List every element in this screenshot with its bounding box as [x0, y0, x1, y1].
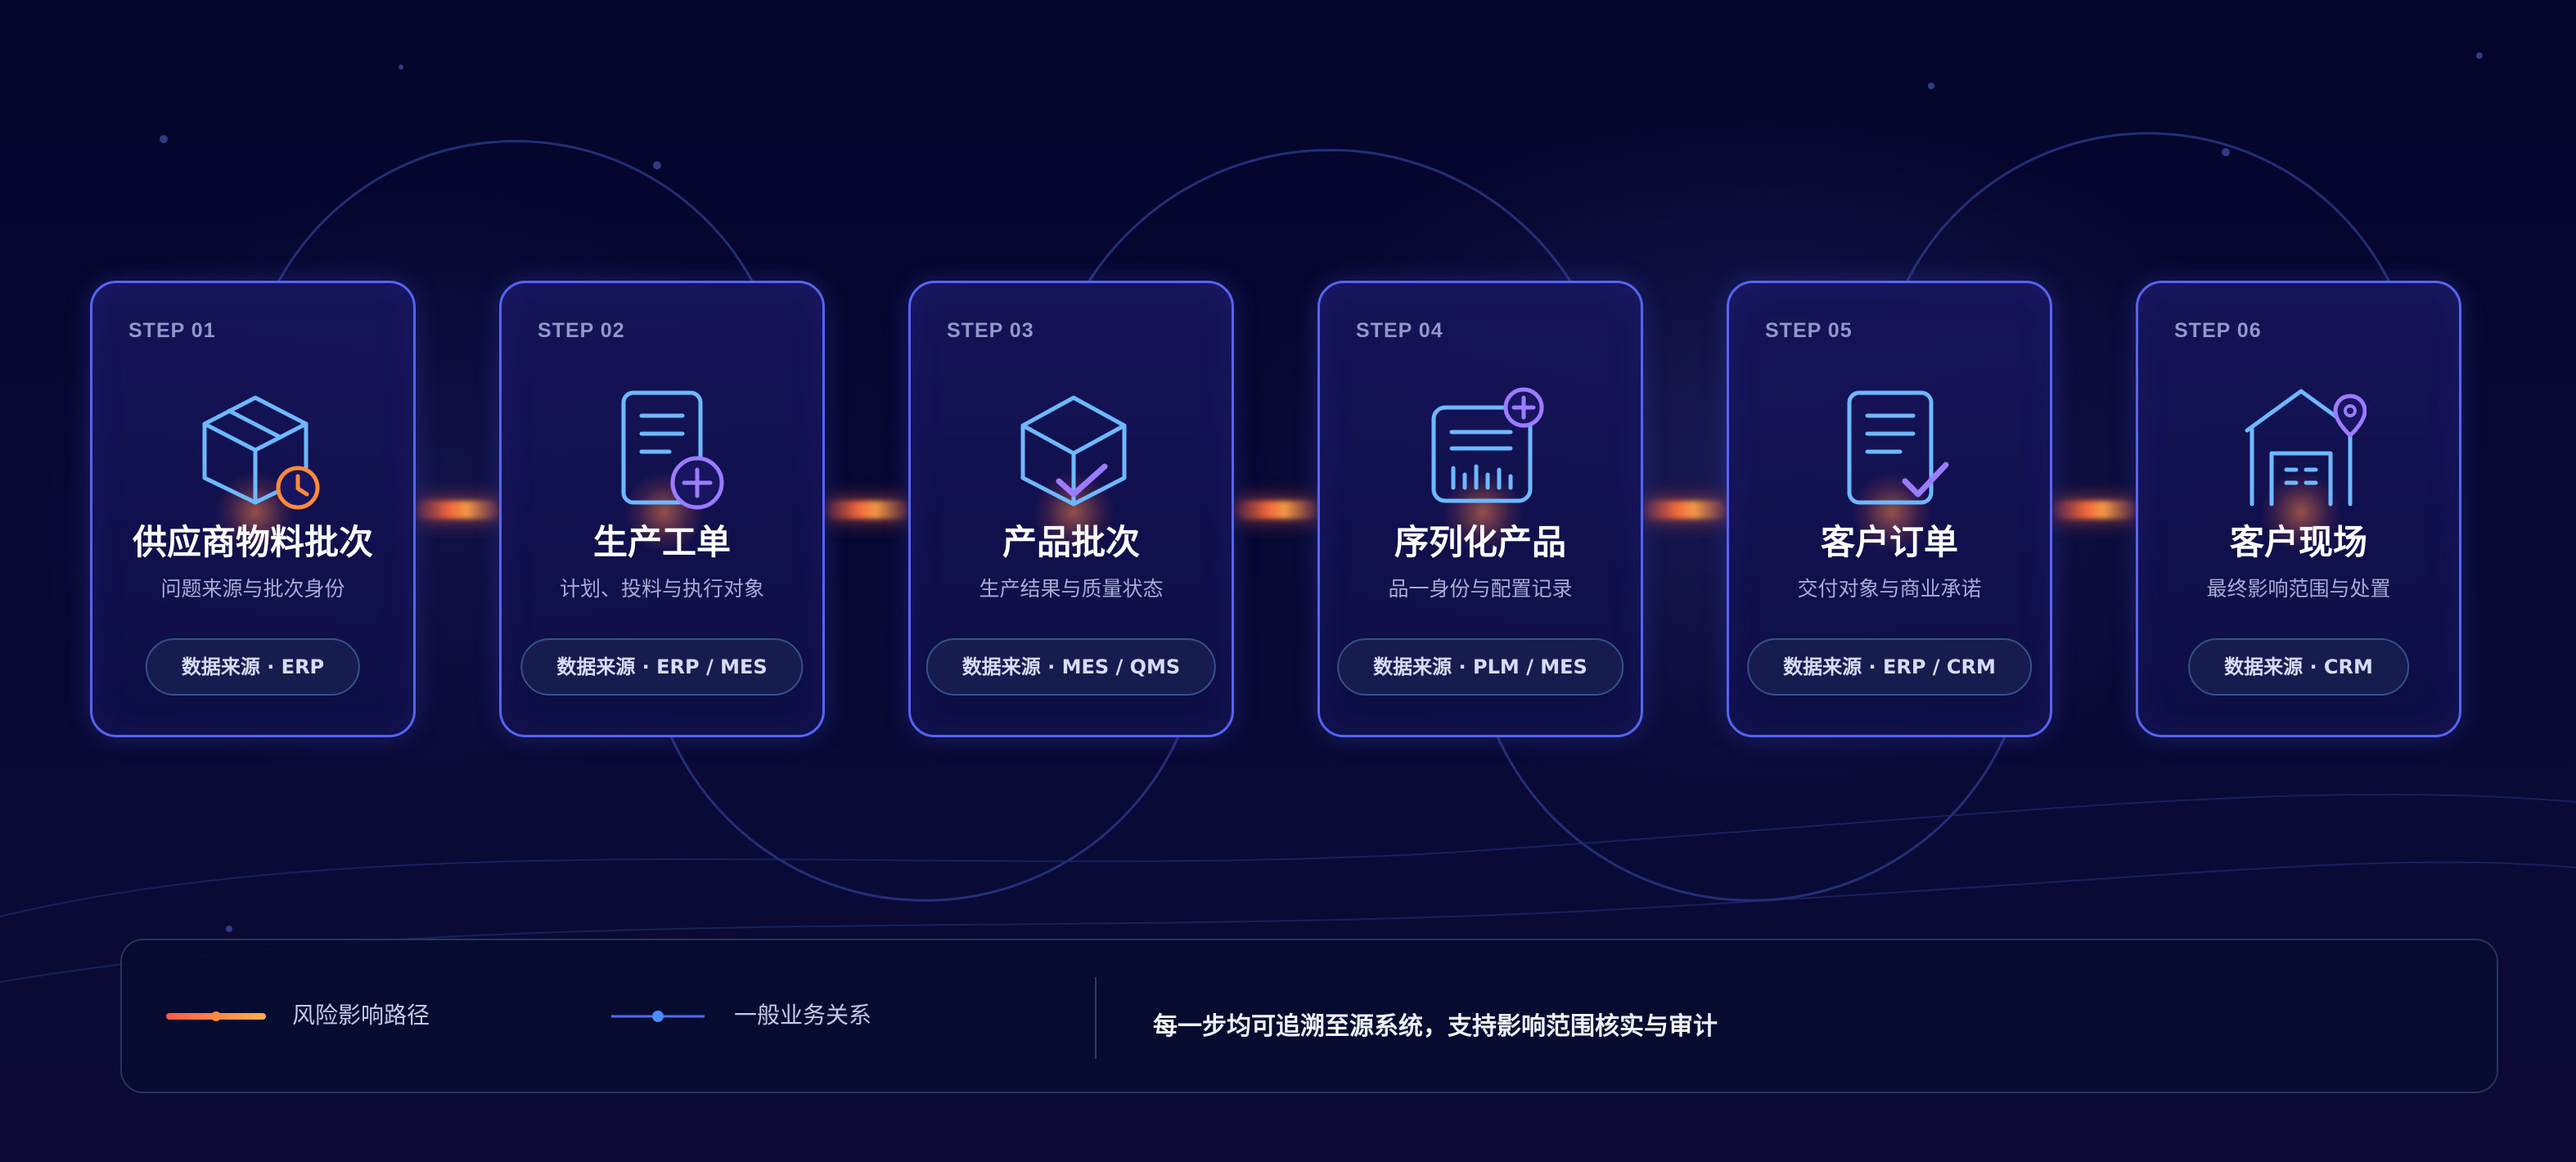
- barcode-card-plus-icon: [1431, 387, 1544, 503]
- risk-connector-4-5: [1645, 501, 1727, 519]
- card-title: 生产工单: [592, 522, 731, 562]
- document-check-icon: [1847, 390, 1949, 505]
- card-glow: [2260, 471, 2342, 553]
- cube-check-icon: [1020, 395, 1127, 507]
- legend-panel: 风险影响路径 一般业务关系 每一步均可追溯至源系统，支持影响范围核实与审计: [120, 939, 2498, 1093]
- risk-connector-2-3: [826, 501, 908, 519]
- legend-note: 每一步均可追溯至源系统，支持影响范围核实与审计: [1153, 1012, 1718, 1041]
- legend-risk-label: 风险影响路径: [292, 1002, 430, 1029]
- document-plus-icon: [621, 390, 724, 510]
- step-card-4[interactable]: STEP 04 序列化产品 品一身份与配置记录 数据来源 · PLM / MES: [1317, 281, 1643, 737]
- step-card-6[interactable]: STEP 06 客户现场 最终影响范围与处置 数据来源 · CRM: [2136, 281, 2461, 737]
- step-label: STEP 02: [538, 319, 625, 342]
- data-source-badge[interactable]: 数据来源 · ERP / MES: [520, 638, 804, 696]
- data-source-badge[interactable]: 数据来源 · PLM / MES: [1337, 638, 1624, 696]
- legend-divider: [1095, 977, 1097, 1059]
- data-source-badge[interactable]: 数据来源 · ERP / CRM: [1747, 638, 2032, 696]
- card-subtitle: 交付对象与商业承诺: [1797, 577, 1982, 601]
- card-title: 供应商物料批次: [132, 522, 373, 562]
- data-source-badge[interactable]: 数据来源 · CRM: [2188, 638, 2409, 696]
- risk-path-legend-icon: [166, 1011, 266, 1021]
- data-source-badge[interactable]: 数据来源 · ERP: [145, 638, 361, 696]
- general-relation-legend-icon: [611, 1011, 705, 1022]
- box-clock-icon: [202, 395, 320, 510]
- card-subtitle: 品一身份与配置记录: [1388, 577, 1573, 601]
- data-source-badge[interactable]: 数据来源 · MES / QMS: [925, 638, 1217, 696]
- step-card-1[interactable]: STEP 01 供应商物料批次 问题来源与批次身份 数据来源 · ERP: [90, 281, 416, 737]
- card-title: 序列化产品: [1394, 522, 1566, 562]
- card-subtitle: 生产结果与质量状态: [979, 577, 1164, 601]
- step-card-2[interactable]: STEP 02 生产工单 计划、投料与执行对象 数据来源 · ERP / MES: [499, 281, 825, 737]
- risk-connector-3-4: [1236, 501, 1317, 519]
- card-title: 产品批次: [1002, 522, 1140, 562]
- step-label: STEP 06: [2174, 319, 2262, 342]
- step-label: STEP 04: [1356, 319, 1443, 342]
- risk-connector-1-2: [417, 501, 499, 519]
- card-subtitle: 问题来源与批次身份: [160, 577, 345, 601]
- card-title: 客户现场: [2229, 522, 2367, 562]
- step-label: STEP 05: [1765, 319, 1853, 342]
- step-card-3[interactable]: STEP 03 产品批次 生产结果与质量状态 数据来源 · MES / QMS: [908, 281, 1234, 737]
- risk-connector-5-6: [2054, 501, 2136, 519]
- card-glow: [1851, 471, 1933, 553]
- step-label: STEP 03: [947, 319, 1034, 342]
- legend-general-label: 一般业务关系: [734, 1002, 872, 1029]
- step-card-5[interactable]: STEP 05 客户订单 交付对象与商业承诺 数据来源 · ERP / CRM: [1727, 281, 2052, 737]
- card-subtitle: 最终影响范围与处置: [2206, 577, 2391, 601]
- warehouse-pin-icon: [2245, 389, 2367, 507]
- step-label: STEP 01: [128, 319, 216, 342]
- card-subtitle: 计划、投料与执行对象: [559, 577, 764, 601]
- card-title: 客户订单: [1820, 522, 1958, 562]
